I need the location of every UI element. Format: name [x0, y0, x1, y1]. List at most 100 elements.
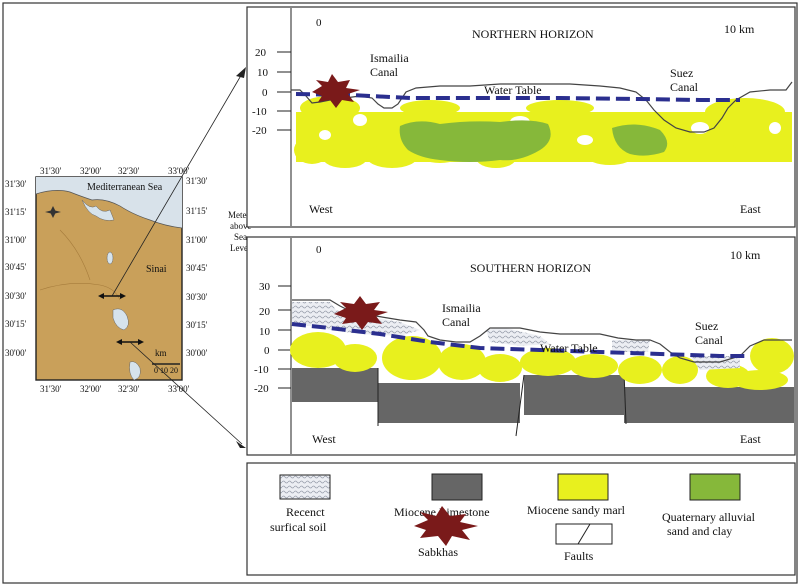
map-right-lat-3: 31'00': [186, 235, 208, 245]
map-top-lon-4: 33'00': [168, 166, 190, 176]
southern-y-tick-marks: [278, 285, 291, 389]
map-great-bitter-lake: [112, 308, 129, 331]
map-right-lat-1: 31'30': [186, 176, 208, 186]
legend-sandy-marl-label: Miocene sandy marl: [527, 503, 626, 517]
southern-sabkha-icon: [334, 296, 388, 330]
northern-y-tick-0: 0: [262, 87, 268, 99]
axis-caption-line-3: Sea: [234, 232, 247, 242]
map-left-lat-5: 30'30': [5, 291, 27, 301]
southern-suez-label-2: Canal: [695, 333, 724, 347]
map-lake-timsah: [106, 251, 114, 265]
legend-limestone-swatch: [431, 473, 483, 501]
southern-y-tick-0: 0: [264, 345, 270, 357]
legend-recent-soil-swatch: [279, 474, 331, 500]
map-scale-values: 0 10 20: [154, 366, 178, 375]
connector-arrows: [111, 67, 246, 448]
southern-west-label: West: [312, 432, 336, 446]
northern-title: NORTHERN HORIZON: [472, 27, 594, 41]
southern-water-table-label: Water Table: [540, 341, 598, 355]
location-map: 31'30' 32'00' 32'30' 33'00' 31'30' 32'00…: [5, 166, 208, 394]
northern-y-tick-20: 20: [255, 47, 267, 59]
southern-distance-label: 10 km: [730, 248, 761, 262]
southern-ground-surface: [292, 299, 792, 363]
vertical-axis-caption: Metetr above Sea Level: [228, 210, 252, 253]
southern-east-label: East: [740, 432, 761, 446]
map-sea-label: Mediterranean Sea: [87, 182, 163, 193]
northern-sabkha-icon: [312, 74, 360, 108]
southern-title: SOUTHERN HORIZON: [470, 261, 591, 275]
legend-recent-soil-label-1: Recenct: [286, 505, 325, 519]
legend-faults-label: Faults: [564, 549, 594, 563]
map-left-lat-3: 31'00': [5, 235, 27, 245]
southern-y-tick-20: 20: [259, 306, 271, 318]
map-left-lat-7: 30'00': [5, 348, 27, 358]
legend-sabkhas-label: Sabkhas: [418, 545, 458, 559]
map-right-lat-7: 30'00': [186, 348, 208, 358]
southern-ismailia-label-2: Canal: [442, 315, 471, 329]
northern-y-tick-10: 10: [257, 67, 269, 79]
map-top-lon-2: 32'00': [80, 166, 102, 176]
northern-y-tick-marks: [277, 51, 291, 131]
map-lake-manzala: [81, 199, 115, 221]
map-scale-unit: km: [155, 348, 167, 358]
southern-faults: [377, 368, 627, 437]
axis-caption-line-1: Metetr: [228, 210, 252, 220]
legend-sabkha-icon: [414, 506, 478, 546]
map-left-lat-4: 30'45': [5, 262, 27, 272]
map-sinai-label: Sinai: [146, 264, 167, 275]
map-road: [39, 283, 121, 301]
map-bottom-lon-3: 32'30': [118, 384, 140, 394]
northern-horizon-panel: 20 10 0 -10 -20: [246, 6, 796, 228]
map-right-lat-4: 30'45': [186, 263, 208, 273]
compass-icon: [45, 206, 61, 218]
northern-east-label: East: [740, 202, 761, 216]
legend-fault-line: [577, 523, 591, 545]
map-top-lon-1: 31'30': [40, 166, 62, 176]
northern-ismailia-label-1: Ismailia: [370, 51, 409, 65]
legend-alluvial-swatch: [689, 473, 741, 501]
northern-water-table-line: [295, 92, 740, 102]
northern-distance-label: 10 km: [724, 22, 755, 36]
southern-miocene-limestone: [292, 368, 794, 423]
southern-suez-label-1: Suez: [695, 319, 718, 333]
southern-ismailia-label-1: Ismailia: [442, 301, 481, 315]
legend-alluvial-label-2: sand and clay: [667, 524, 732, 538]
map-left-lat-2: 31'15': [5, 207, 27, 217]
northern-water-table-label: Water Table: [484, 83, 542, 97]
northern-quaternary-alluvial: [399, 120, 668, 162]
map-bottom-lon-1: 31'30': [40, 384, 62, 394]
southern-horizon-panel: 30 20 10 0 -10 -20: [246, 236, 796, 456]
map-top-lon-3: 32'30': [118, 166, 140, 176]
map-left-lat-1: 31'30': [5, 179, 27, 189]
map-left-lat-6: 30'15': [5, 319, 27, 329]
northern-zero-label: 0: [316, 17, 322, 29]
southern-y-tick-neg20: -20: [254, 383, 269, 395]
northern-suez-label-2: Canal: [670, 80, 699, 94]
map-gulf-suez: [129, 361, 141, 381]
northern-ismailia-label-2: Canal: [370, 65, 399, 79]
map-right-lat-6: 30'15': [186, 320, 208, 330]
southern-y-tick-neg10: -10: [254, 364, 269, 376]
map-bottom-lon-2: 32'00': [80, 384, 102, 394]
southern-water-table-line: [291, 322, 748, 358]
northern-west-label: West: [309, 202, 333, 216]
map-right-lat-5: 30'30': [186, 292, 208, 302]
map-coastline: [35, 190, 183, 229]
southern-y-tick-10: 10: [259, 326, 271, 338]
legend-recent-soil-label-2: surfical soil: [270, 520, 327, 534]
map-bottom-lon-4: 33'00': [168, 384, 190, 394]
map-right-lat-2: 31'15': [186, 206, 208, 216]
map-sea: [36, 177, 182, 228]
northern-y-tick-neg20: -20: [252, 125, 267, 137]
axis-caption-line-2: above: [230, 221, 252, 231]
southern-y-tick-30: 30: [259, 281, 271, 293]
legend: Recenct surfical soil Miocene Limestone …: [246, 462, 796, 576]
northern-y-tick-neg10: -10: [252, 106, 267, 118]
legend-sandy-marl-swatch: [557, 473, 609, 501]
southern-zero-label: 0: [316, 244, 322, 256]
southern-sandy-marl: [290, 332, 794, 390]
map-road: [59, 229, 91, 281]
legend-alluvial-label-1: Quaternary alluvial: [662, 510, 756, 524]
